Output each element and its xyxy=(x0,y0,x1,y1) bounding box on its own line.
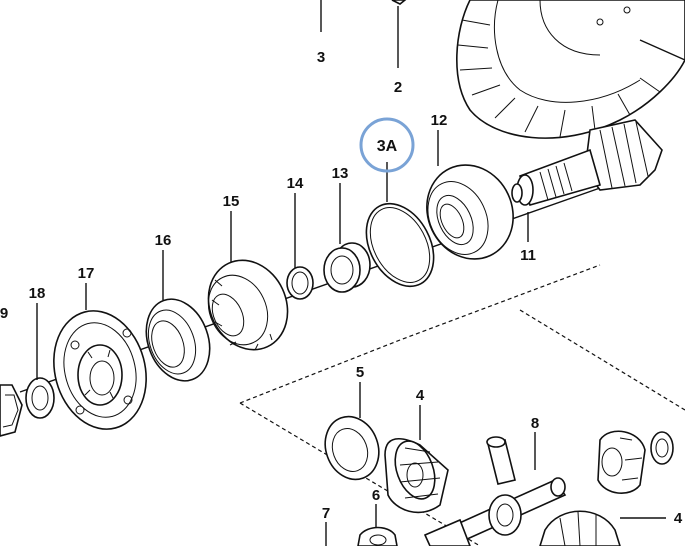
callout-3a: 3A xyxy=(377,138,398,155)
pinion-gear-6 xyxy=(357,526,398,546)
seal-16 xyxy=(145,298,211,382)
nut-9 xyxy=(0,384,23,437)
side-gear-4 xyxy=(384,437,449,514)
callout-4: 4 xyxy=(416,387,425,404)
callout-7: 7 xyxy=(322,505,330,522)
crown-gear xyxy=(456,0,685,139)
callout-18: 18 xyxy=(29,285,46,302)
callout-14: 14 xyxy=(287,175,304,192)
callout-6: 6 xyxy=(372,487,380,504)
callout-16: 16 xyxy=(155,232,172,249)
pinion-gear-right xyxy=(597,430,674,494)
leader-lines xyxy=(36,0,666,546)
callout-17: 17 xyxy=(78,265,95,282)
cross-shaft-8 xyxy=(423,436,567,546)
washer-5 xyxy=(324,415,380,481)
callout-11: 11 xyxy=(520,247,536,264)
bearing-12 xyxy=(426,164,514,260)
highlight-ring xyxy=(359,117,415,173)
callout-8: 8 xyxy=(531,415,539,432)
flange-17 xyxy=(53,310,147,430)
bearing-15 xyxy=(207,259,289,351)
pinion-shaft xyxy=(511,119,663,206)
callout-4-lower: 4 xyxy=(674,510,683,527)
spacer-13 xyxy=(323,242,371,293)
housing-outline xyxy=(239,264,685,546)
side-gear-4-lower xyxy=(539,510,621,546)
callout-12: 12 xyxy=(431,112,448,129)
callout-3: 3 xyxy=(317,49,325,66)
callout-5: 5 xyxy=(356,364,364,381)
callout-2: 2 xyxy=(394,79,402,96)
callout-9: 9 xyxy=(0,305,8,322)
washer-18 xyxy=(25,377,55,419)
callout-15: 15 xyxy=(223,193,240,210)
callout-13: 13 xyxy=(332,165,349,182)
shim-14 xyxy=(286,266,314,300)
o-ring-3a xyxy=(365,202,435,288)
